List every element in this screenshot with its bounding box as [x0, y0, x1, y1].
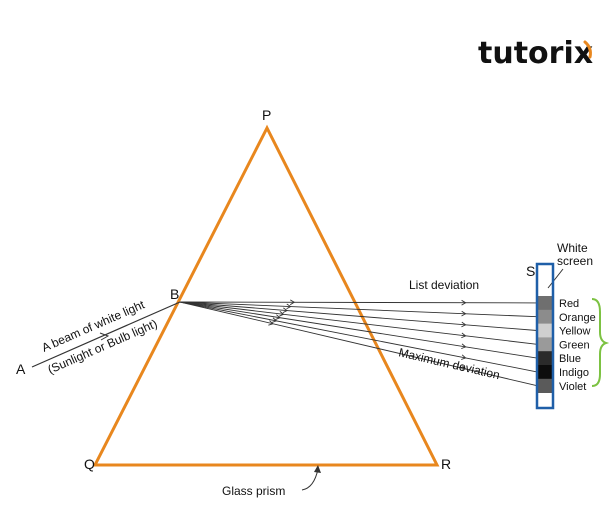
screen-label-pointer [547, 268, 564, 289]
least-deviation-label: List deviation [409, 278, 479, 292]
spectrum-bands [538, 296, 552, 393]
ray-red [179, 301, 538, 304]
ray-arrowhead-orange-outer [461, 310, 467, 317]
ray-arrowhead-red-outer [461, 299, 467, 306]
ray-arrowhead-blue-inner [275, 314, 281, 320]
spectrum-band-green [538, 337, 552, 352]
ray-green [179, 301, 538, 345]
spectrum-band-violet [538, 378, 552, 393]
maximum-deviation-label: Maximum deviation [397, 345, 501, 382]
spectrum-label-red: Red [559, 298, 579, 310]
spectrum-band-orange [538, 309, 552, 324]
ray-arrowhead-violet-outer [461, 365, 467, 371]
incident-ray [31, 301, 181, 368]
ray-arrowhead-yellow-outer [461, 321, 467, 328]
ray-yellow [179, 301, 538, 331]
screen-label-line1: White [557, 241, 588, 255]
spectrum-label-orange: Orange [559, 312, 596, 324]
ray-arrowhead-yellow-inner [282, 307, 288, 314]
prism-label-arrowhead [314, 465, 321, 473]
glass-prism [92, 124, 440, 467]
spectrum-brace [591, 298, 610, 387]
ray-arrowhead-blue-outer [461, 343, 467, 350]
vertex-label-a: A [16, 361, 26, 377]
spectrum-band-red [538, 296, 552, 311]
spectrum-band-blue [538, 351, 552, 366]
ray-blue [179, 301, 538, 359]
spectrum-label-violet: Violet [559, 381, 586, 393]
white-screen [535, 262, 555, 410]
dispersed-rays [99, 299, 538, 387]
logo-swoosh [583, 40, 592, 59]
vertex-label-p: P [262, 107, 271, 123]
vertex-label-q: Q [84, 456, 95, 472]
ray-arrowhead-indigo-inner [271, 317, 278, 323]
tutorix-logo: tutorix [478, 36, 593, 71]
ray-orange [179, 301, 538, 318]
screen-label-line2: screen [557, 254, 593, 268]
spectrum-label-green: Green [559, 339, 590, 351]
ray-arrowhead-indigo-outer [461, 354, 467, 360]
spectrum-label-yellow: Yellow [559, 326, 590, 338]
vertex-label-r: R [441, 456, 451, 472]
logo-text: tutorix [478, 36, 593, 71]
vertex-label-s: S [526, 263, 535, 279]
ray-arrowhead-green-outer [461, 332, 467, 339]
ray-violet [179, 301, 538, 387]
spectrum-label-indigo: Indigo [559, 367, 589, 379]
incident-ray-arrowhead [99, 332, 110, 341]
ray-arrowhead-green-inner [279, 311, 285, 317]
vertex-label-b: B [170, 286, 179, 302]
ray-indigo [179, 301, 538, 373]
spectrum-band-indigo [538, 365, 552, 380]
ray-arrowhead-orange-inner [286, 303, 292, 310]
spectrum-band-yellow [538, 323, 552, 338]
prism-label: Glass prism [222, 484, 285, 498]
ray-arrowhead-red-inner [290, 299, 296, 306]
spectrum-label-blue: Blue [559, 353, 581, 365]
ray-arrowhead-violet-inner [268, 320, 274, 326]
